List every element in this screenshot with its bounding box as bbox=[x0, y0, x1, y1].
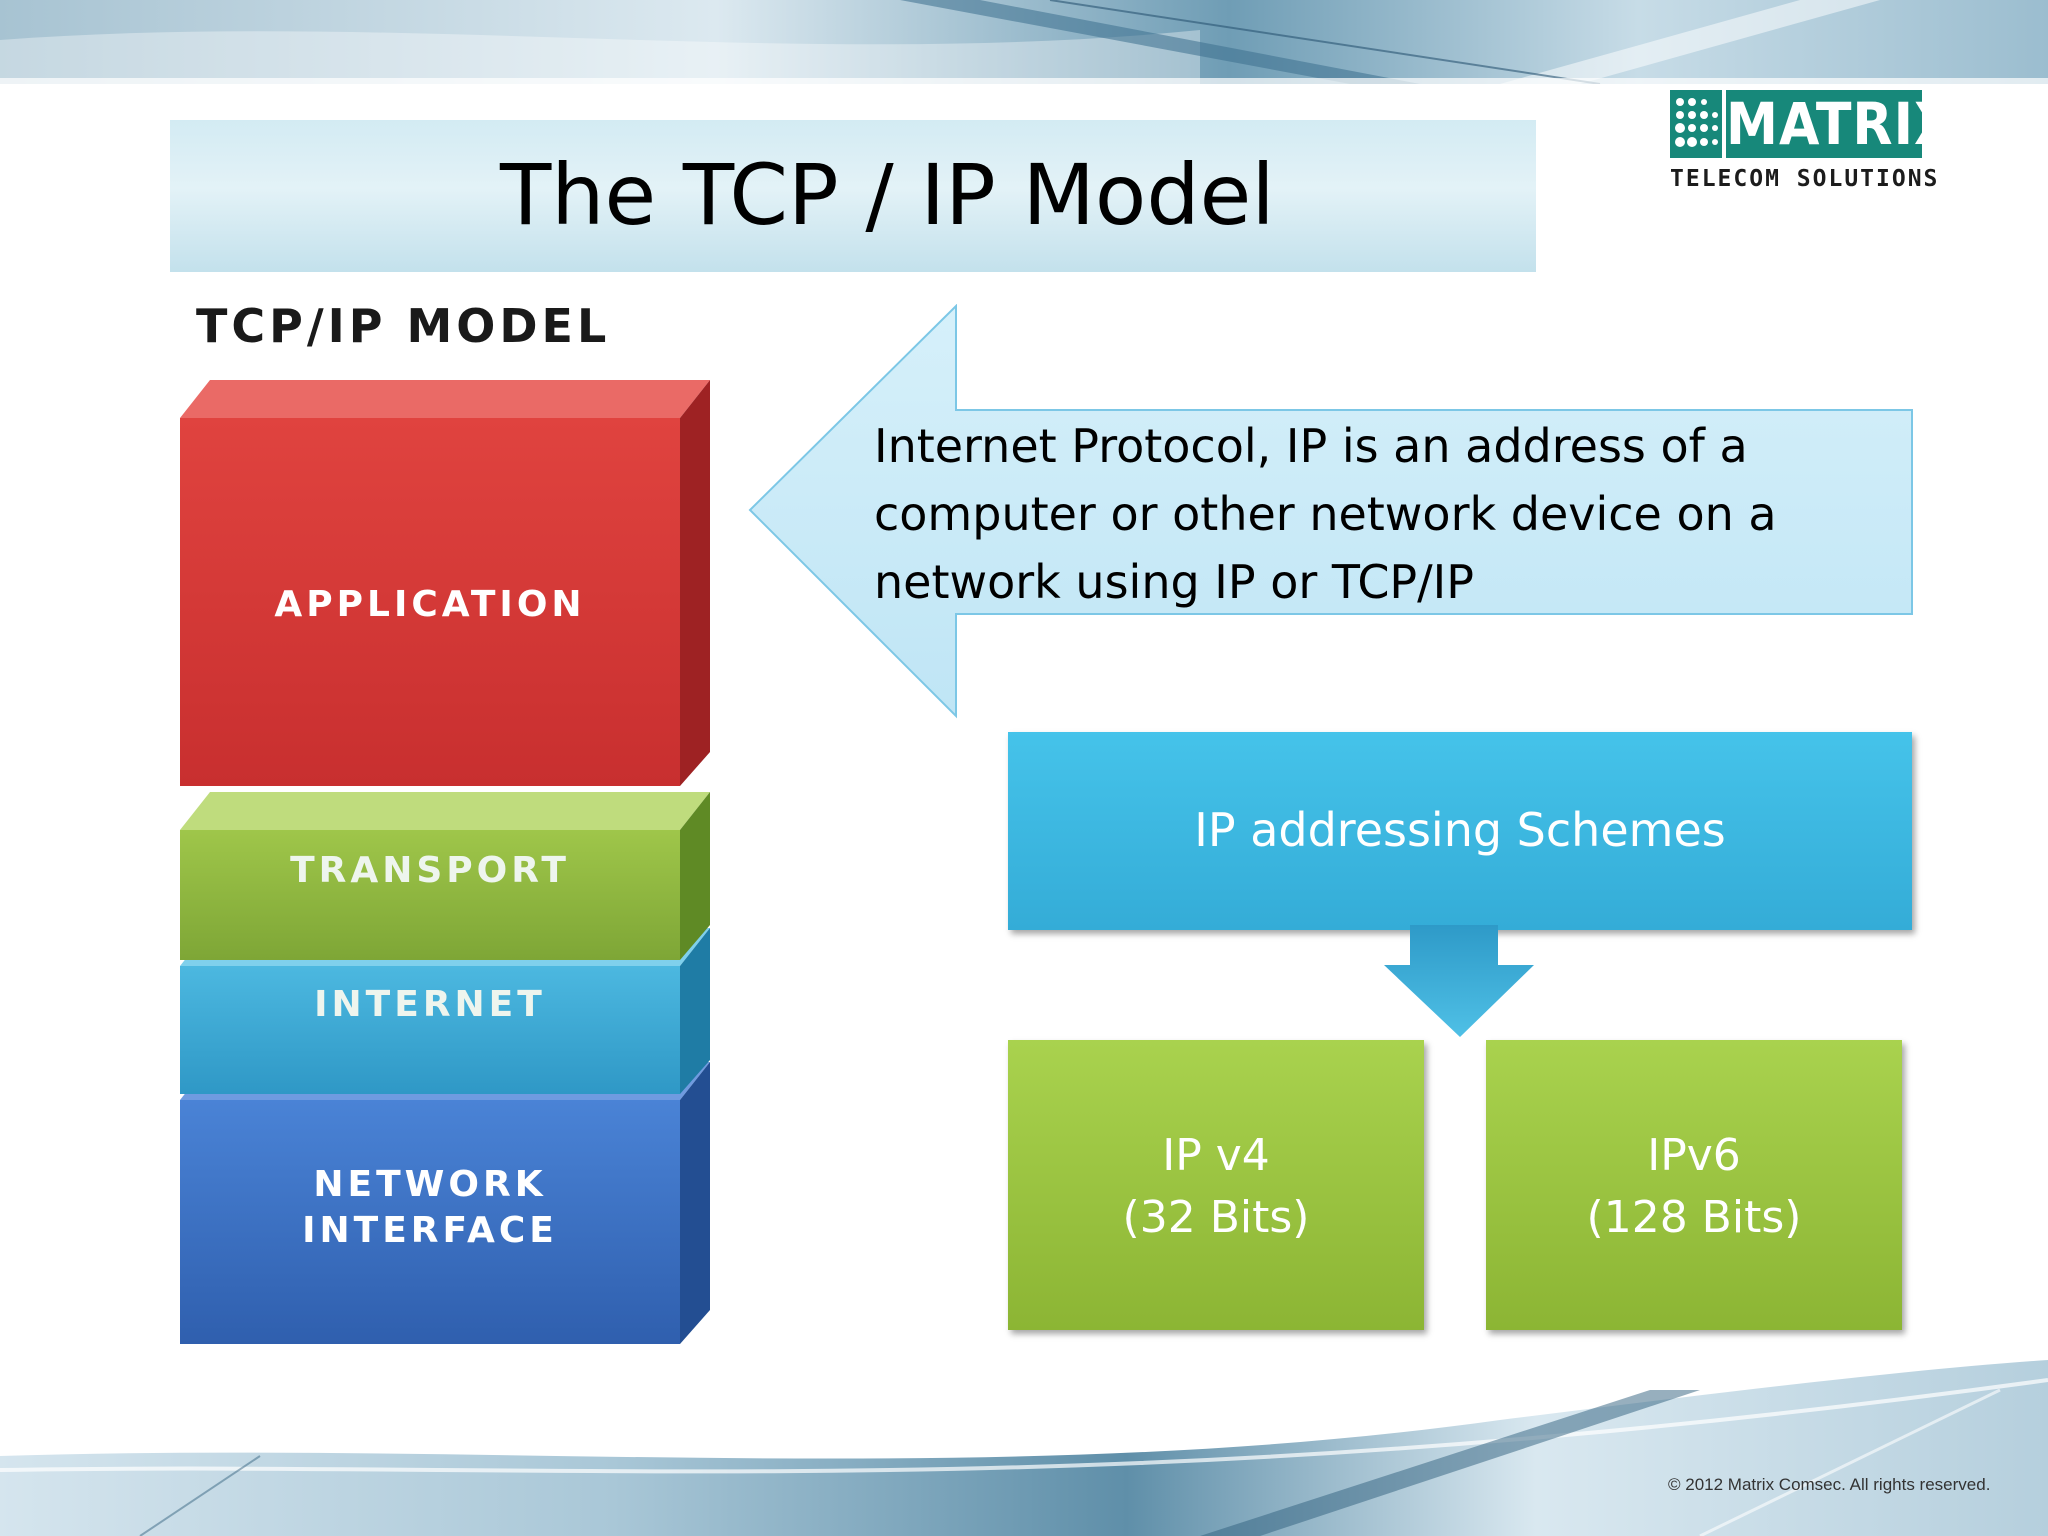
ipv4-name: IP v4 bbox=[1162, 1130, 1270, 1181]
ip-addressing-schemes-label: IP addressing Schemes bbox=[1194, 803, 1726, 857]
layer-application-label: APPLICATION bbox=[274, 584, 586, 625]
top-decorative-band bbox=[0, 0, 2048, 84]
ip-definition-callout-arrow bbox=[748, 304, 1913, 719]
matrix-logo: MATRIX TELECOM SOLUTIONS bbox=[1670, 90, 1956, 200]
logo-dots-icon bbox=[1670, 90, 1722, 158]
ipv4-bits: (32 Bits) bbox=[1122, 1192, 1310, 1243]
layer-network-interface-line-1: NETWORK bbox=[313, 1164, 547, 1205]
layer-network-interface-label: NETWORK INTERFACE bbox=[180, 1162, 680, 1254]
layer-network-interface-line-2: INTERFACE bbox=[302, 1210, 558, 1251]
ipv6-box bbox=[1486, 1040, 1902, 1330]
title-bar bbox=[170, 120, 1536, 272]
bottom-decorative-band bbox=[0, 1360, 2048, 1536]
down-arrow-icon bbox=[1384, 925, 1534, 1037]
stack-title: TCP/IP MODEL bbox=[196, 299, 611, 353]
ip-definition-line-2: computer or other network device on a bbox=[874, 487, 1777, 541]
ipv4-box bbox=[1008, 1040, 1424, 1330]
slide-title: The TCP / IP Model bbox=[500, 146, 1275, 244]
ipv6-name: IPv6 bbox=[1647, 1130, 1741, 1181]
ip-addressing-schemes-box bbox=[1008, 732, 1912, 930]
layer-application-block bbox=[180, 380, 710, 786]
ip-definition-line-3: network using IP or TCP/IP bbox=[874, 555, 1474, 609]
layer-transport-label: TRANSPORT bbox=[290, 850, 570, 891]
ip-definition-line-1: Internet Protocol, IP is an address of a bbox=[874, 419, 1748, 473]
copyright-notice: © 2012 Matrix Comsec. All rights reserve… bbox=[1668, 1475, 1991, 1494]
ipv6-bits: (128 Bits) bbox=[1586, 1192, 1802, 1243]
logo-wordmark: MATRIX bbox=[1726, 90, 1956, 158]
logo-tagline: TELECOM SOLUTIONS bbox=[1670, 166, 1940, 192]
ip-definition-text: Internet Protocol, IP is an address of a… bbox=[874, 412, 1894, 616]
layer-internet-label: INTERNET bbox=[314, 984, 546, 1025]
tcpip-stack-diagram bbox=[180, 380, 710, 1344]
layer-transport-block bbox=[180, 792, 710, 960]
